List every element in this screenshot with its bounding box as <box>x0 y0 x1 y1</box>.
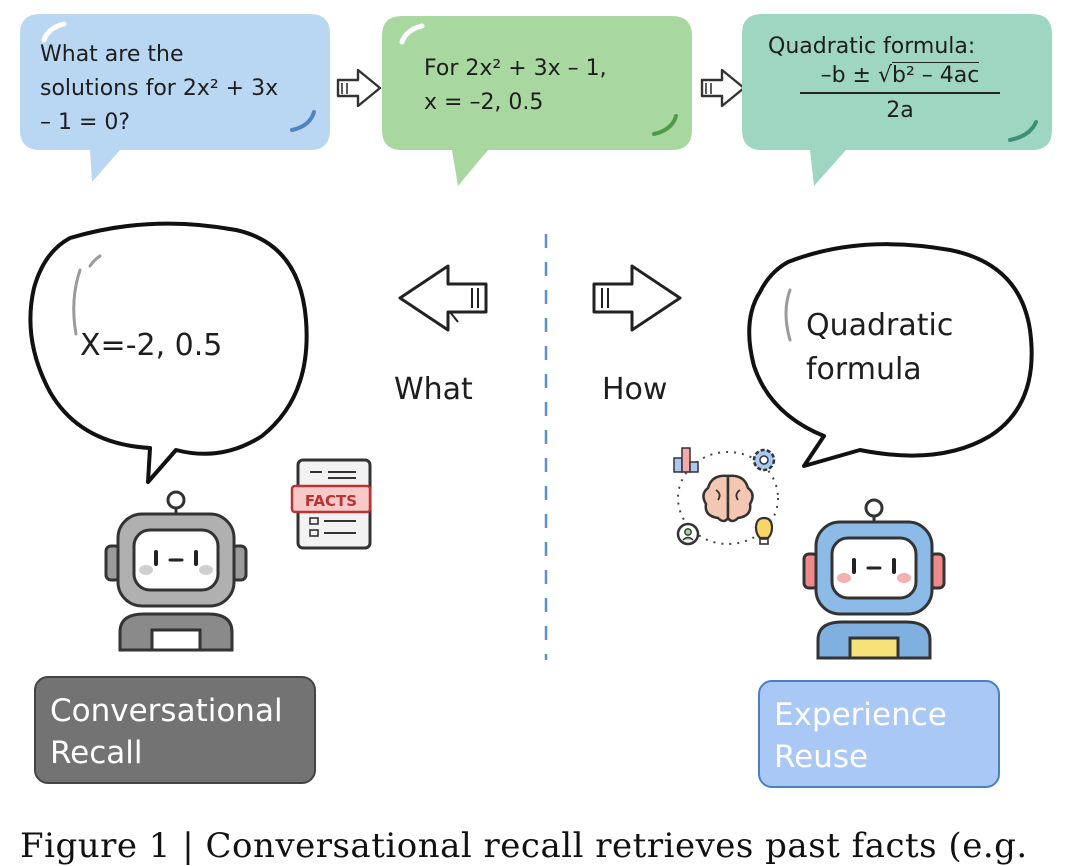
answer-line-1: For 2x² + 3x – 1, <box>424 56 607 81</box>
sqrt-symbol: √ <box>878 63 893 88</box>
right-bubble-line-1: Quadratic <box>806 308 954 343</box>
answer-bubble <box>382 16 692 186</box>
answer-bubble-curl <box>652 114 678 136</box>
bar-chart-icon <box>673 447 699 473</box>
left-speech-bubble <box>28 221 309 484</box>
question-line-3: – 1 = 0? <box>40 110 131 135</box>
conversational-recall-box: Conversational Recall <box>34 676 316 784</box>
question-line-2: solutions for 2x² + 3x <box>40 76 279 101</box>
right-arrow <box>592 264 682 332</box>
person-target-icon <box>676 522 700 546</box>
reuse-line-2: Reuse <box>774 739 869 775</box>
facts-document-icon <box>290 458 372 550</box>
question-bubble-curl <box>290 110 316 132</box>
left-robot <box>104 490 248 652</box>
answer-bubble-shine <box>399 23 425 45</box>
lightbulb-icon <box>754 516 774 545</box>
formula-bubble <box>742 14 1052 186</box>
recall-line-1: Conversational <box>50 693 283 729</box>
top-arrow-2 <box>700 68 746 108</box>
question-bubble <box>20 14 330 182</box>
question-bubble-shine <box>41 21 67 43</box>
facts-badge: FACTS <box>304 492 358 510</box>
right-robot <box>802 498 946 660</box>
right-bubble-line-2: formula <box>806 352 922 387</box>
formula-bubble-curl <box>1008 120 1038 142</box>
reuse-line-1: Experience <box>774 697 947 733</box>
left-bubble-text: X=-2, 0.5 <box>80 328 223 363</box>
brain-icon <box>702 474 754 523</box>
left-bubble-shade <box>72 268 82 336</box>
formula-text: Quadratic formula: –b ± √b² – 4ac 2a <box>760 34 1040 123</box>
brain-experience-icon <box>673 447 779 546</box>
middle-graphics <box>28 221 1034 660</box>
what-label: What <box>394 372 473 407</box>
right-bubble-shade <box>784 288 792 342</box>
formula-numerator-prefix: –b ± <box>820 63 871 88</box>
answer-text: For 2x² + 3x – 1, x = –2, 0.5 <box>424 52 684 120</box>
right-speech-bubble <box>747 242 1034 468</box>
gear-icon <box>752 448 776 472</box>
formula-numerator: –b ± √b² – 4ac <box>800 59 1000 94</box>
recall-line-2: Recall <box>50 735 143 771</box>
how-label: How <box>602 372 668 407</box>
answer-line-2: x = –2, 0.5 <box>424 90 544 115</box>
formula-title: Quadratic formula: <box>768 34 976 59</box>
top-arrow-1 <box>336 68 382 108</box>
formula-radicand: b² – 4ac <box>892 62 980 88</box>
figure-caption: Figure 1 | Conversational recall retriev… <box>20 826 1028 866</box>
top-row-graphics <box>20 14 1052 186</box>
right-bubble-text: Quadratic formula <box>806 304 953 392</box>
question-line-1: What are the <box>40 42 184 67</box>
left-arrow <box>398 264 488 332</box>
formula-denominator: 2a <box>886 98 914 123</box>
experience-reuse-box: Experience Reuse <box>758 680 1000 788</box>
question-text: What are the solutions for 2x² + 3x – 1 … <box>40 38 320 140</box>
left-bubble-shade-2 <box>88 254 102 268</box>
